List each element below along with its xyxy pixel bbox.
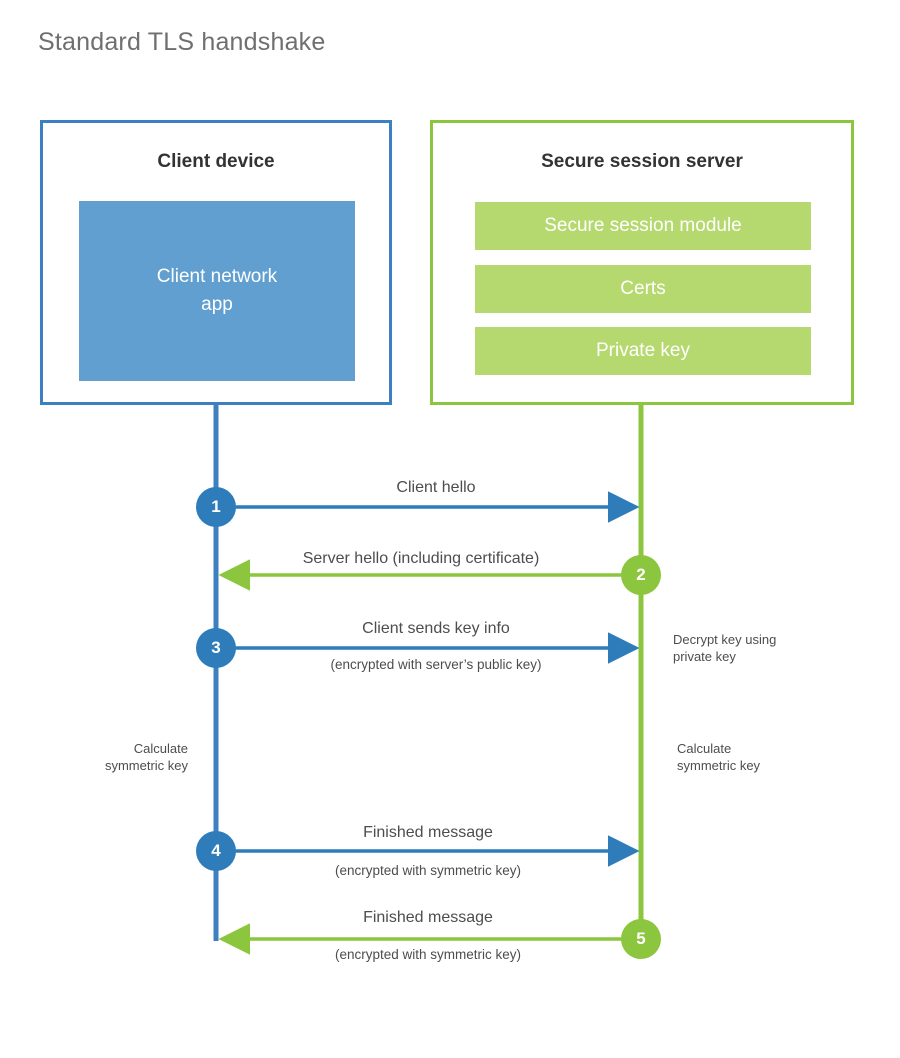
message-sublabel-3: (encrypted with server’s public key) [330, 657, 542, 672]
page-title: Standard TLS handshake [38, 28, 326, 56]
message-label-3: Client sends key info [362, 620, 510, 637]
message-label-1: Client hello [396, 479, 476, 496]
secure-session-server-box: Secure session server Secure session mod… [430, 120, 854, 405]
server-component-secure-session-module: Secure session module [475, 202, 811, 250]
note-client-calculate-symmetric-key: Calculate symmetric key [104, 741, 188, 773]
step-marker-1[interactable]: 1 [196, 487, 236, 527]
step-marker-4[interactable]: 4 [196, 831, 236, 871]
message-sublabel-5: (encrypted with symmetric key) [334, 947, 522, 962]
message-label-4: Finished message [363, 824, 493, 841]
note-decrypt-key: Decrypt key using private key [673, 632, 777, 664]
step-marker-2[interactable]: 2 [621, 555, 661, 595]
note-server-calculate-symmetric-key: Calculate symmetric key [677, 741, 761, 773]
message-sublabel-4: (encrypted with symmetric key) [334, 863, 522, 878]
message-label-5: Finished message [363, 909, 493, 926]
server-component-certs: Certs [475, 265, 811, 313]
client-device-title: Client device [157, 151, 275, 172]
message-label-2: Server hello (including certificate) [302, 550, 540, 567]
step-marker-3[interactable]: 3 [196, 628, 236, 668]
server-component-private-key: Private key [475, 327, 811, 375]
secure-session-server-title: Secure session server [541, 151, 743, 172]
step-marker-5[interactable]: 5 [621, 919, 661, 959]
